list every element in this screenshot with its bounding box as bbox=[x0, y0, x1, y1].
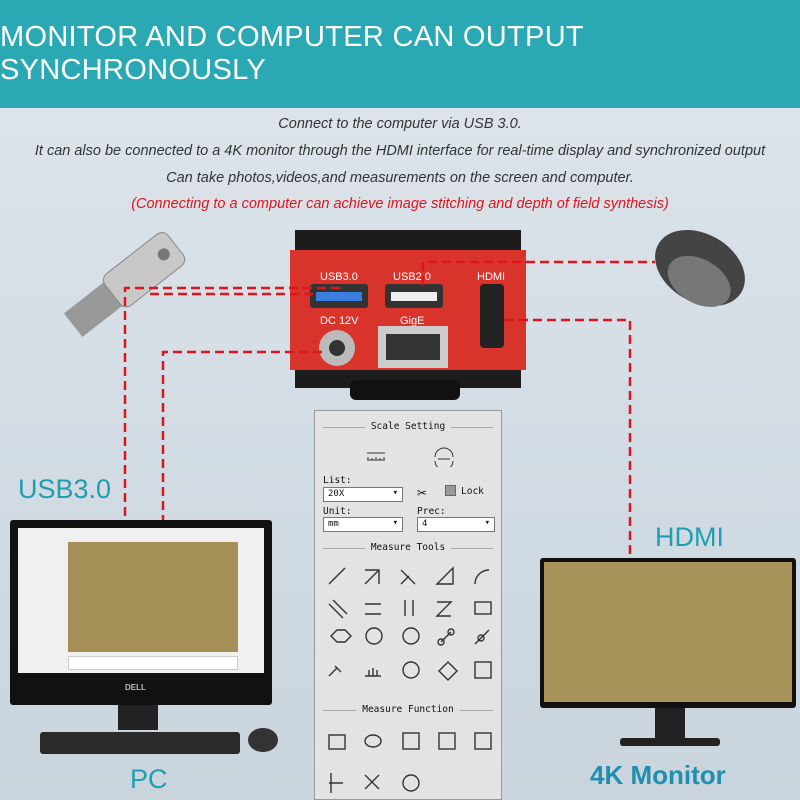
note-line: (Connecting to a computer can achieve im… bbox=[131, 196, 669, 212]
pc-label: PC bbox=[130, 764, 168, 794]
page-title: MONITOR AND COMPUTER CAN OUTPUT SYNCHRON… bbox=[0, 0, 800, 108]
pc-monitor: DELL bbox=[10, 520, 272, 705]
prec-select[interactable]: 4 bbox=[417, 517, 495, 532]
unit-select[interactable]: mm bbox=[323, 517, 403, 532]
4k-screen-image bbox=[544, 562, 792, 702]
rect-tool-icon bbox=[474, 601, 492, 615]
scale-setting-heading: Scale Setting bbox=[364, 421, 452, 432]
two-circle-tool-icon bbox=[440, 631, 452, 643]
svg-text:USB3.0: USB3.0 bbox=[320, 271, 358, 283]
camera-device: USB3.0 USB2.0 HDMI DC 12V GigE bbox=[290, 230, 526, 400]
unit-label: Unit: bbox=[323, 506, 352, 517]
list-label: List: bbox=[323, 475, 352, 486]
angle-tool-icon bbox=[400, 569, 416, 585]
measure-function-grid bbox=[328, 732, 492, 793]
dots-tool-icon bbox=[365, 668, 381, 677]
linear-scale-icon[interactable] bbox=[365, 449, 387, 463]
pc-screen-software bbox=[18, 528, 264, 673]
edit-function-icon bbox=[328, 734, 346, 750]
diamond-tool-icon bbox=[438, 661, 458, 681]
zigzag-tool-icon bbox=[435, 601, 453, 617]
hparallel-tool-icon bbox=[365, 603, 381, 615]
list-select[interactable]: 20X bbox=[323, 487, 403, 502]
concentric-tool-icon bbox=[402, 627, 420, 645]
camera-function-icon bbox=[438, 732, 456, 750]
count-tool-icon bbox=[402, 661, 420, 679]
circular-scale-icon[interactable] bbox=[432, 445, 456, 467]
svg-text:DC 12V: DC 12V bbox=[320, 315, 359, 327]
measure-function-heading: Measure Function bbox=[356, 704, 460, 715]
4k-monitor bbox=[540, 558, 796, 708]
measure-tools-grid bbox=[328, 566, 492, 681]
point-line-tool-icon bbox=[474, 629, 490, 645]
prec-label: Prec: bbox=[417, 506, 446, 517]
cut-function-icon bbox=[364, 774, 380, 790]
ray-tool-icon bbox=[364, 569, 380, 585]
comment-function-icon bbox=[364, 734, 382, 748]
pc-brand-logo: DELL bbox=[125, 683, 146, 692]
svg-text:GigE: GigE bbox=[400, 315, 424, 327]
capture-function-icon bbox=[402, 732, 420, 750]
svg-text:HDMI: HDMI bbox=[477, 271, 505, 283]
description-line: It can also be connected to a 4K monitor… bbox=[34, 143, 766, 159]
parallel-tool-icon bbox=[328, 599, 348, 619]
lock-checkbox[interactable] bbox=[445, 485, 456, 496]
polygon-tool-icon bbox=[330, 629, 352, 643]
settings-function-icon bbox=[402, 774, 420, 792]
keyboard-image bbox=[40, 732, 240, 754]
line-tool-icon bbox=[328, 567, 346, 585]
triangle-tool-icon bbox=[435, 566, 454, 585]
hdmi-label: HDMI bbox=[655, 522, 724, 552]
export-function-icon bbox=[474, 732, 492, 750]
description-line: Can take photos,videos,and measurements … bbox=[166, 170, 634, 186]
mouse-image bbox=[655, 230, 745, 307]
lock-label: Lock bbox=[461, 486, 484, 497]
monitor-label: 4K Monitor bbox=[590, 760, 726, 790]
label-tool-icon bbox=[474, 661, 492, 679]
measurement-panel: Scale Setting List: 20X ✂ Lock Unit: mm … bbox=[314, 410, 502, 800]
svg-text:USB2.0: USB2.0 bbox=[393, 271, 431, 283]
description-line: Connect to the computer via USB 3.0. bbox=[278, 116, 522, 132]
usb-label: USB3.0 bbox=[18, 474, 112, 504]
point-tool-icon bbox=[328, 665, 342, 677]
circle-tool-icon bbox=[365, 627, 383, 645]
pc-mouse-image bbox=[248, 728, 278, 752]
clear-scale-icon[interactable]: ✂ bbox=[417, 483, 427, 502]
calibrate-function-icon bbox=[329, 773, 343, 793]
arc-tool-icon bbox=[474, 569, 490, 585]
measure-tools-heading: Measure Tools bbox=[364, 542, 452, 553]
vparallel-tool-icon bbox=[404, 600, 414, 616]
